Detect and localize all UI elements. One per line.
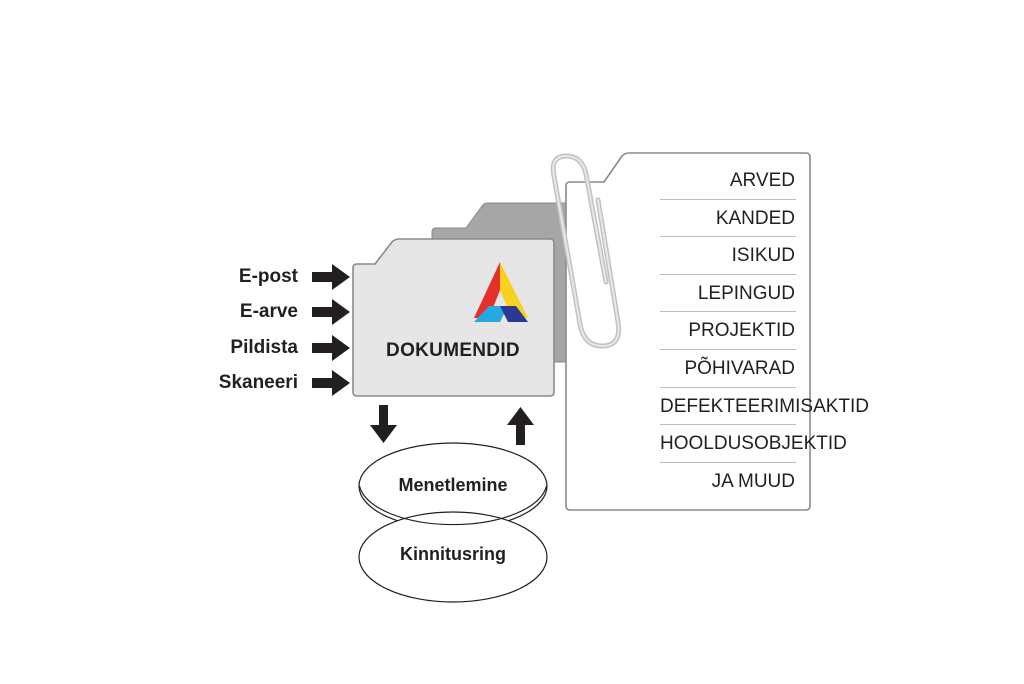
input-label: Pildista [230,337,298,358]
input-label: E-arve [239,301,298,322]
input-row-skaneeri: Skaneeri [180,368,350,398]
folder-title: DOKUMENDID [386,340,520,361]
arrow-right-icon [312,299,350,325]
category-item: ISIKUD [660,237,796,275]
input-row-epost: E-post [180,262,350,292]
process-label-menetlemine: Menetlemine [398,475,508,495]
category-item: ARVED [660,162,796,200]
category-item: LEPINGUD [660,275,796,313]
process-ellipse-kinnitusring [358,511,548,603]
input-label: Skaneeri [218,372,298,393]
arrow-right-icon [312,264,350,290]
input-label: E-post [238,266,298,287]
category-item: JA MUUD [711,470,795,492]
arrow-right-icon [312,335,350,361]
category-item: KANDED [660,200,796,238]
category-list: ARVED KANDED ISIKUD LEPINGUD PROJEKTID P… [580,162,869,500]
logo-icon [474,262,528,322]
arrow-right-icon [312,370,350,396]
input-row-earve: E-arve [180,297,350,327]
arrow-down-icon [370,405,397,443]
category-item: HOOLDUSOBJEKTID [660,425,847,463]
category-item: DEFEKTEERIMISAKTID [660,388,869,426]
process-label-kinnitusring: Kinnitusring [400,544,506,564]
category-item: PROJEKTID [660,312,796,350]
category-item: PÕHIVARAD [660,350,796,388]
category-sheet [565,152,811,511]
input-row-pildista: Pildista [180,333,350,363]
arrow-up-icon [507,407,534,445]
